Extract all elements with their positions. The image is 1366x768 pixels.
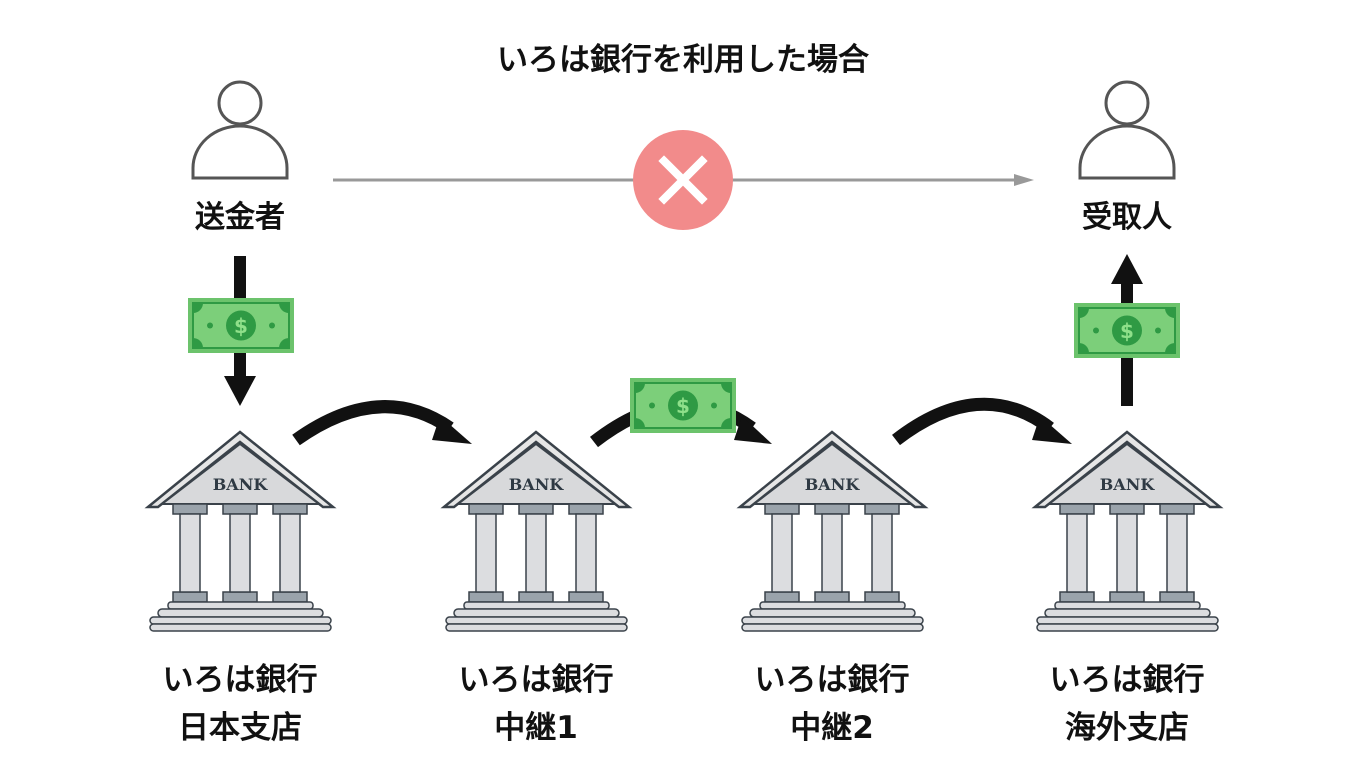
curved-arrow-3 (892, 397, 1054, 446)
bank-label-relay2: いろは銀行 中継2 (702, 656, 962, 752)
bank-icon-text: BANK (509, 475, 565, 494)
banknote-icon (187, 297, 295, 354)
bank-name: いろは銀行 (162, 662, 318, 698)
sender-person-icon (191, 80, 289, 180)
arrowhead-1 (432, 416, 472, 444)
bank-icon-relay2: BANK (738, 430, 927, 633)
x-icon (633, 130, 733, 230)
receiver-label: 受取人 (1082, 200, 1172, 235)
bank-label-relay1: いろは銀行 中継1 (406, 656, 666, 752)
bank-name: いろは銀行 (1049, 662, 1205, 698)
bank-icon-japan: BANK (146, 430, 335, 633)
branch-name: 中継2 (790, 710, 874, 746)
sender-label: 送金者 (195, 200, 285, 235)
receiver-person-icon (1078, 80, 1176, 180)
bank-label-overseas: いろは銀行 海外支店 (997, 656, 1257, 752)
bank-icon-text: BANK (1100, 475, 1156, 494)
bank-icon-overseas: BANK (1033, 430, 1222, 633)
bank-name: いろは銀行 (458, 662, 614, 698)
curved-arrow-1 (292, 400, 454, 446)
banknote-icon (1073, 302, 1181, 359)
bank-icon-relay1: BANK (442, 430, 631, 633)
arrowhead-2 (734, 416, 772, 444)
bank-icon-text: BANK (805, 475, 861, 494)
bank-label-japan: いろは銀行 日本支店 (110, 656, 370, 752)
bank-name: いろは銀行 (754, 662, 910, 698)
branch-name: 中継1 (494, 710, 578, 746)
branch-name: 海外支店 (1065, 710, 1189, 746)
arrowhead-3 (1032, 416, 1072, 444)
diagram-title: いろは銀行を利用した場合 (497, 42, 869, 78)
bank-icon-text: BANK (213, 475, 269, 494)
branch-name: 日本支店 (178, 710, 302, 746)
banknote-icon (629, 377, 737, 434)
